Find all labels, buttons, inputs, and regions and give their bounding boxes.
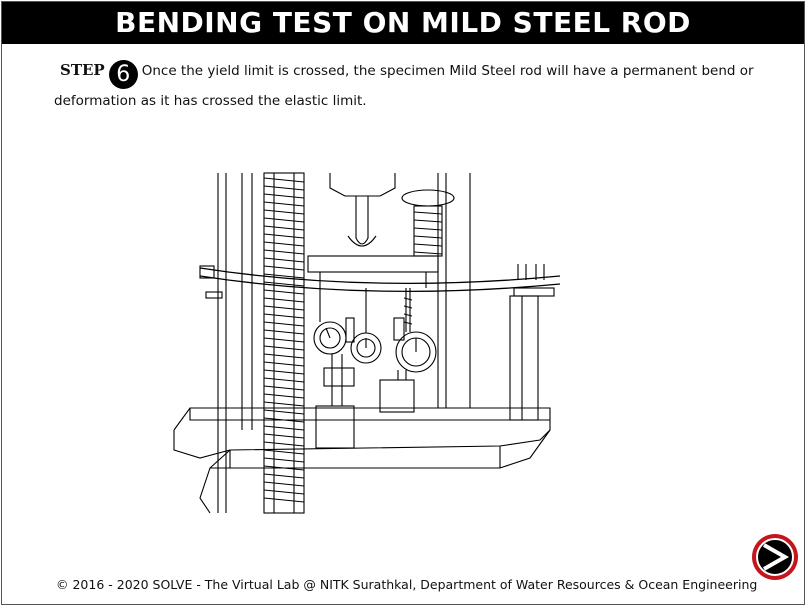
step-text: Once the yield limit is crossed, the spe… (54, 63, 754, 109)
bending-test-machine-illustration (173, 172, 561, 514)
page-title: BENDING TEST ON MILD STEEL ROD (2, 2, 804, 44)
step-label: STEP (60, 61, 105, 79)
footer-copyright: © 2016 - 2020 SOLVE - The Virtual Lab @ … (56, 577, 758, 592)
step-number-badge: 6 (108, 60, 138, 89)
next-step-button[interactable] (752, 534, 798, 580)
next-arrow-icon (763, 543, 789, 571)
